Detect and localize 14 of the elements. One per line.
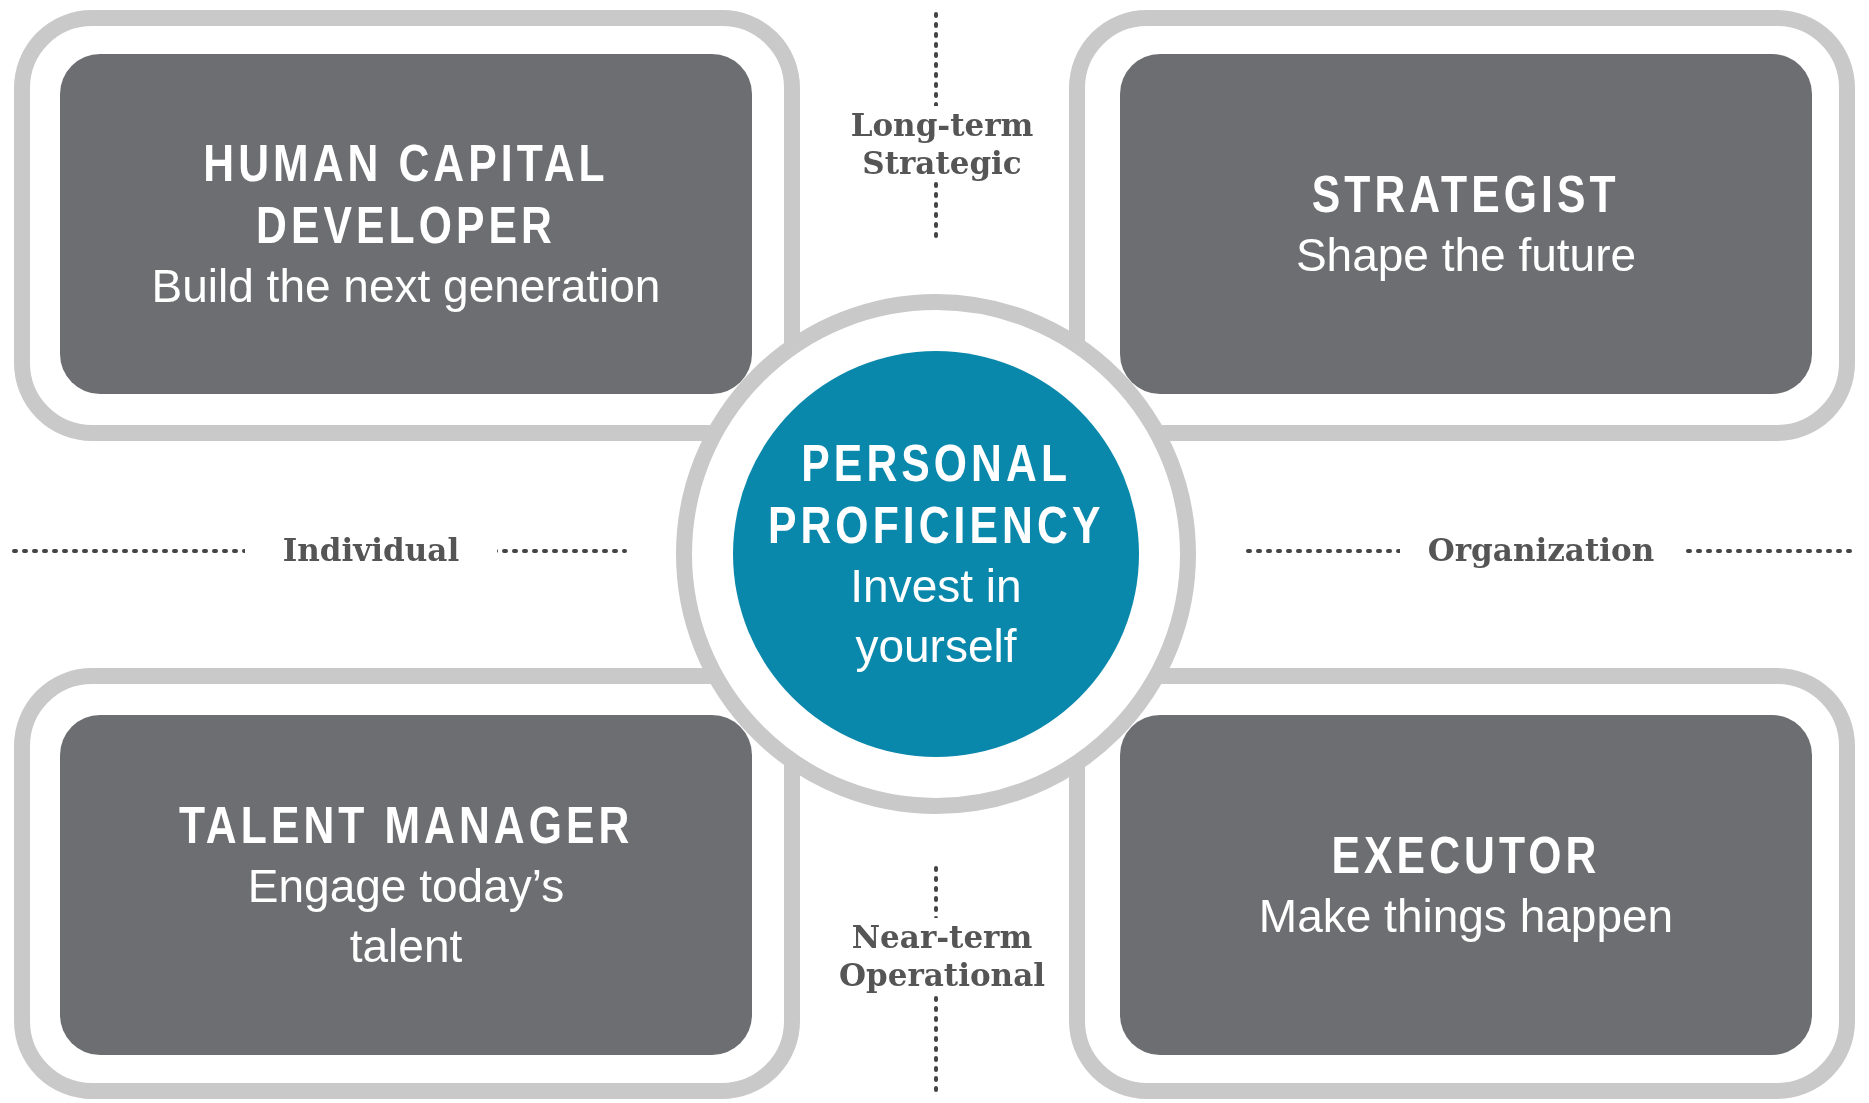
role-heading: STRATEGIST: [1312, 164, 1620, 225]
quadrant-box: [1120, 715, 1812, 1055]
role-description: Build the next generation: [151, 259, 661, 314]
quadrant-box: [1120, 54, 1812, 394]
role-description: Engage today’s talent: [246, 859, 566, 974]
role-description: Invest in yourself: [849, 559, 1023, 674]
role-description: Shape the future: [1295, 228, 1637, 283]
quadrant-box: [60, 715, 752, 1055]
role-heading: HUMAN CAPITAL DEVELOPER: [202, 133, 610, 256]
role-description: Make things happen: [1258, 889, 1674, 944]
role-heading: PERSONAL PROFICIENCY: [767, 433, 1105, 556]
quadrant-box: [60, 54, 752, 394]
role-heading: EXECUTOR: [1331, 825, 1601, 886]
role-heading: TALENT MANAGER: [178, 795, 634, 856]
